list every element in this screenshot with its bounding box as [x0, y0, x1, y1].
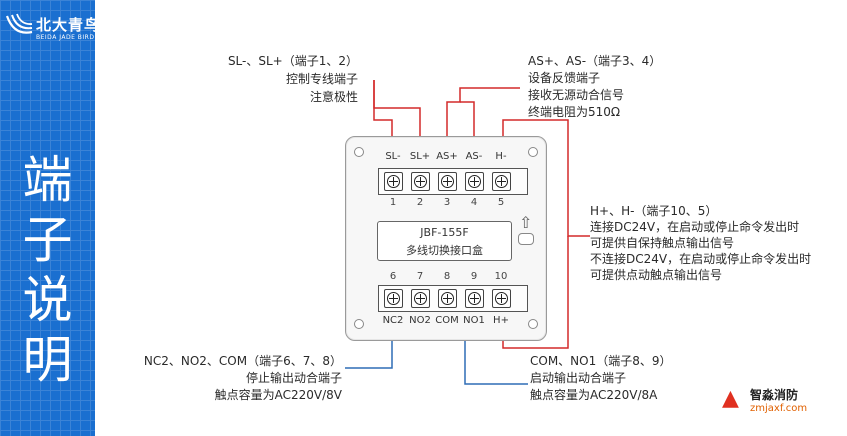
section-title-char: 子 — [22, 211, 73, 269]
mount-hole — [528, 147, 538, 157]
h-callout-line: H+、H-（端子10、5） — [590, 204, 718, 218]
nc-callout: NC2、NO2、COM（端子6、7、8） 停止输出动合端子 触点容量为AC220… — [120, 354, 342, 402]
terminal-label: H- — [495, 151, 507, 162]
watermark-badge: ▲ 智淼消防 zmjaxf.com — [720, 386, 840, 426]
section-title: 端 子 说 明 — [0, 150, 95, 390]
terminal-screw-icon — [465, 172, 484, 191]
watermark-url: zmjaxf.com — [750, 403, 808, 414]
up-arrow-icon: ⇧ — [519, 213, 533, 232]
nc-callout-line: NC2、NO2、COM（端子6、7、8） — [143, 354, 342, 368]
model-plate: JBF-155F 多线切换接口盒 — [377, 221, 512, 261]
terminal-screw-icon — [492, 289, 511, 308]
mount-hole — [528, 319, 538, 329]
terminal-number: 10 — [494, 271, 508, 282]
as-callout-line: AS+、AS-（端子3、4） — [528, 54, 662, 68]
top-terminal-strip — [378, 168, 528, 195]
h-callout: H+、H-（端子10、5） 连接DC24V，在启动或停止命令发出时 可提供自保持… — [590, 204, 811, 282]
nc-callout-line: 触点容量为AC220V/8V — [214, 388, 342, 402]
h-minus-wire — [502, 119, 590, 237]
as-callout: AS+、AS-（端子3、4） 设备反馈端子 接收无源动合信号 终端电阻为510Ω — [528, 54, 661, 119]
com-callout-line: 启动输出动合端子 — [530, 371, 627, 385]
terminal-label: SL- — [385, 151, 401, 162]
sl-callout-line: 控制专线端子 — [285, 72, 358, 86]
com-callout: COM、NO1（端子8、9） 启动输出动合端子 触点容量为AC220V/8A — [530, 354, 672, 402]
terminal-screw-icon — [492, 172, 511, 191]
terminal-label: NO1 — [463, 315, 485, 326]
sl-callout: SL-、SL+（端子1、2） 控制专线端子 注意极性 — [190, 54, 358, 104]
terminal-number: 1 — [389, 197, 397, 208]
terminal-label: AS- — [465, 151, 483, 162]
bottom-terminal-strip — [378, 285, 528, 312]
terminal-screw-icon — [438, 289, 457, 308]
terminal-screw-icon — [384, 172, 403, 191]
sidebar: 北大青鸟 BEIDA JADE BIRD 端 子 说 明 — [0, 0, 99, 436]
h-callout-line: 不连接DC24V，在启动或停止命令发出时 — [590, 252, 812, 266]
terminal-screw-icon — [411, 172, 430, 191]
interface-box-device: SL- SL+ AS+ AS- H- 1 2 3 4 5 JBF-155F 多线… — [345, 136, 547, 341]
terminal-screw-icon — [411, 289, 430, 308]
bird-logo-icon — [5, 13, 33, 34]
mount-hole — [354, 319, 364, 329]
flame-logo-icon: ▲ — [722, 386, 739, 411]
as-callout-line: 设备反馈端子 — [528, 71, 601, 85]
terminal-number: 9 — [470, 271, 478, 282]
h-callout-line: 可提供点动触点输出信号 — [590, 268, 723, 282]
h-callout-line: 可提供自保持触点输出信号 — [590, 236, 735, 250]
terminal-label: H+ — [493, 315, 509, 326]
section-title-char: 端 — [22, 151, 73, 209]
sl-callout-line: 注意极性 — [309, 90, 358, 104]
terminal-label: AS+ — [436, 151, 458, 162]
terminal-label: NO2 — [409, 315, 431, 326]
terminal-label: SL+ — [409, 151, 431, 162]
nc-callout-line: 停止输出动合端子 — [245, 371, 342, 385]
terminal-number: 6 — [389, 271, 397, 282]
as-callout-line: 接收无源动合信号 — [528, 88, 625, 102]
logo-en-text: BEIDA JADE BIRD — [36, 34, 95, 41]
logo-cn-text: 北大青鸟 — [36, 16, 101, 34]
model-code: JBF-155F — [420, 226, 469, 239]
watermark-name: 智淼消防 — [750, 388, 799, 402]
terminal-number: 8 — [443, 271, 451, 282]
terminal-screw-icon — [465, 289, 484, 308]
sl-callout-line: SL-、SL+（端子1、2） — [227, 54, 358, 68]
terminal-number: 5 — [497, 197, 505, 208]
terminal-number: 2 — [416, 197, 424, 208]
as-callout-line: 终端电阻为510Ω — [528, 105, 621, 119]
section-title-char: 说 — [22, 271, 73, 329]
section-title-char: 明 — [22, 331, 73, 389]
terminal-label: NC2 — [382, 315, 404, 326]
terminal-number: 3 — [443, 197, 451, 208]
h-callout-line: 连接DC24V，在启动或停止命令发出时 — [590, 220, 800, 234]
sidebar-grid-pattern — [0, 0, 95, 436]
terminal-screw-icon — [384, 289, 403, 308]
terminal-number: 4 — [470, 197, 478, 208]
model-name: 多线切换接口盒 — [406, 244, 483, 257]
terminal-number: 7 — [416, 271, 424, 282]
indicator-slot — [518, 233, 534, 245]
terminal-screw-icon — [438, 172, 457, 191]
terminal-label: COM — [435, 315, 459, 326]
com-callout-line: 触点容量为AC220V/8A — [530, 388, 658, 402]
mount-hole — [354, 147, 364, 157]
com-callout-line: COM、NO1（端子8、9） — [530, 354, 672, 368]
